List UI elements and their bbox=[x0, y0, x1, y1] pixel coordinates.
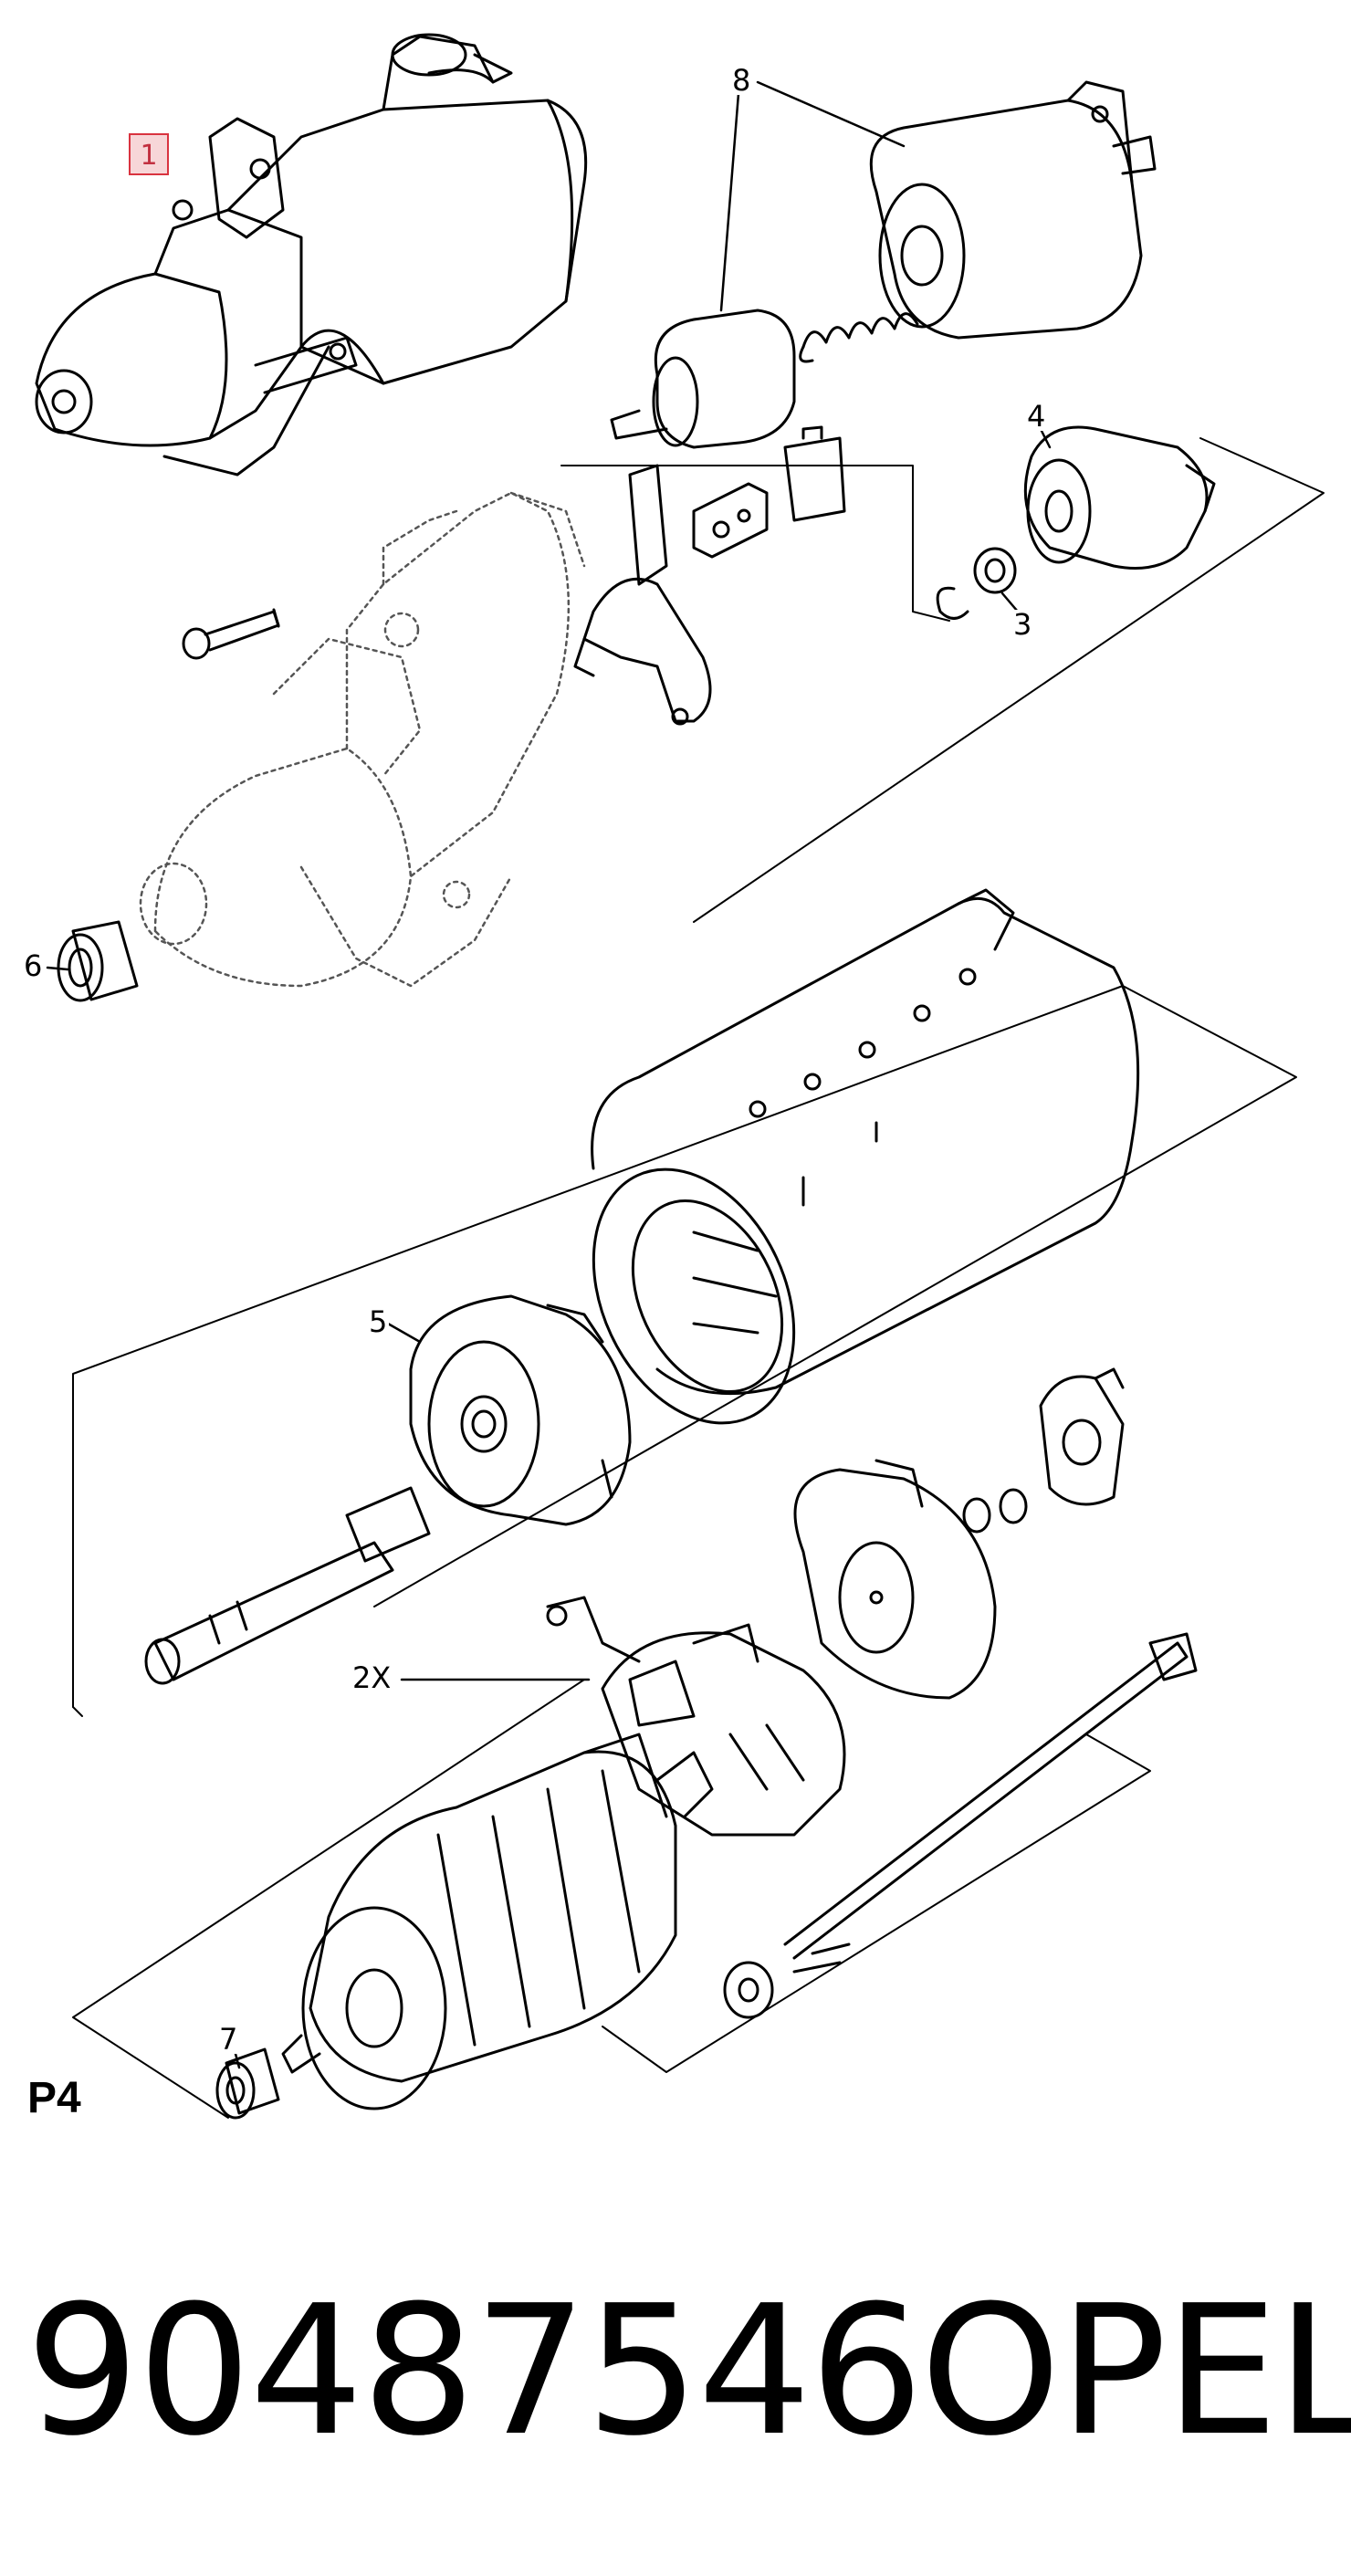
seal-plate bbox=[1039, 1367, 1125, 1506]
return-spring bbox=[799, 312, 919, 363]
bushing-rear bbox=[215, 2047, 280, 2120]
leader-lines bbox=[46, 80, 1052, 2069]
drive-pinion bbox=[1023, 425, 1216, 570]
bushing-front bbox=[57, 920, 139, 1002]
solenoid-switch bbox=[869, 80, 1157, 340]
end-shield bbox=[409, 1294, 632, 1526]
part-number: 90487546 bbox=[26, 2267, 924, 2476]
armature bbox=[281, 1733, 714, 2110]
bracket bbox=[692, 482, 769, 559]
group-outline-top bbox=[560, 437, 1325, 923]
callout-label-3: 3 bbox=[1011, 607, 1034, 642]
brush-holder bbox=[546, 1596, 846, 1837]
through-bolt bbox=[723, 1632, 1198, 2019]
thrust-ring bbox=[973, 547, 1017, 594]
callout-label-8: 8 bbox=[730, 63, 753, 98]
plunger bbox=[610, 309, 796, 449]
damper-block bbox=[783, 425, 846, 522]
screw bbox=[182, 608, 280, 660]
starter-motor-assembled bbox=[35, 33, 588, 476]
callout-label-2x: 2X bbox=[351, 1660, 393, 1695]
brand-name: OPEL bbox=[920, 2267, 1351, 2476]
callout-label-6: 6 bbox=[22, 948, 45, 983]
callout-label-4: 4 bbox=[1025, 399, 1048, 434]
circlip bbox=[936, 586, 969, 620]
washers bbox=[962, 1488, 1028, 1534]
armature-shaft bbox=[144, 1486, 431, 1685]
starter-housing-ghost bbox=[139, 491, 586, 988]
group-outline-lower bbox=[72, 985, 1297, 2119]
yoke-housing bbox=[591, 888, 1140, 1425]
callout-1-highlight[interactable]: 1 bbox=[129, 133, 169, 175]
page-code: P4 bbox=[27, 2074, 81, 2122]
fork-lever bbox=[573, 464, 712, 726]
callout-label-7: 7 bbox=[217, 2022, 240, 2057]
callout-label-5: 5 bbox=[367, 1304, 390, 1339]
commutator-end-shield bbox=[793, 1459, 997, 1700]
